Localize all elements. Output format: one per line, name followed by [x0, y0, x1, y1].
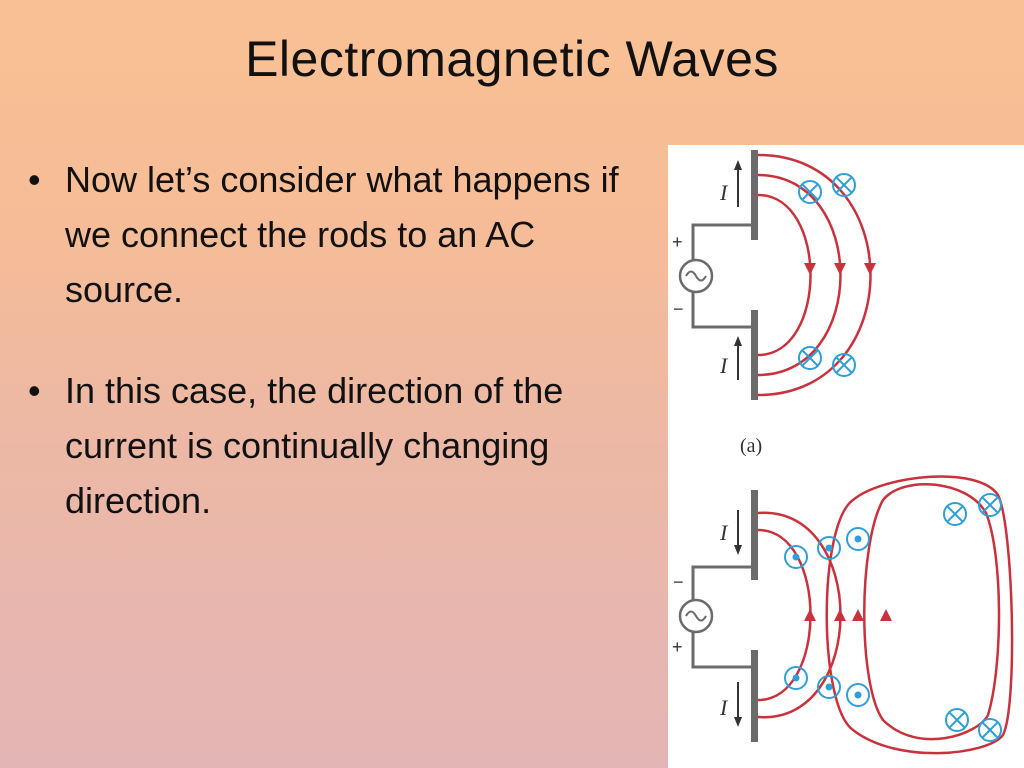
bullet-text: In this case, the direction of the curre… — [65, 370, 564, 521]
panel-a: + − I I (a) — [672, 150, 876, 457]
current-label: I — [719, 180, 729, 205]
field-direction-arrow-icon — [864, 263, 876, 275]
field-direction-arrow-icon — [852, 609, 864, 621]
current-label: I — [719, 695, 729, 720]
electric-field-loop — [825, 475, 1014, 755]
bullet-text: Now let’s consider what happens if we co… — [65, 159, 619, 310]
panel-caption: (a) — [740, 435, 762, 457]
terminal-sign: + — [672, 232, 683, 252]
wire — [691, 565, 751, 600]
field-direction-arrow-icon — [834, 263, 846, 275]
electric-field-loop — [863, 482, 1001, 741]
bullet-marker: • — [28, 159, 41, 200]
terminal-sign: − — [673, 572, 684, 592]
bullet-item: • In this case, the direction of the cur… — [28, 363, 658, 528]
rod-top — [751, 490, 758, 580]
terminal-sign: − — [673, 299, 684, 319]
field-direction-arrow-icon — [834, 609, 846, 621]
ac-source-icon — [678, 598, 714, 634]
field-into-page-icon — [798, 173, 856, 377]
electric-field-line — [757, 173, 842, 377]
wire — [691, 223, 751, 260]
bullet-list: • Now let’s consider what happens if we … — [28, 152, 658, 574]
electric-field-line — [757, 153, 872, 397]
current-label: I — [719, 353, 729, 378]
field-direction-arrow-icon — [880, 609, 892, 621]
field-into-page-icon — [943, 493, 1002, 742]
bullet-marker: • — [28, 370, 41, 411]
electric-field-line — [757, 193, 812, 357]
rod-bottom — [751, 650, 758, 742]
field-out-of-page-icon — [784, 527, 870, 707]
rod-bottom — [751, 310, 758, 400]
slide-title: Electromagnetic Waves — [245, 31, 779, 87]
ac-source-icon — [678, 258, 714, 294]
dipole-diagram: + − I I (a) — [672, 150, 1014, 755]
current-label: I — [719, 520, 729, 545]
bullet-item: • Now let’s consider what happens if we … — [28, 152, 658, 317]
wire — [691, 632, 751, 669]
wire — [691, 292, 751, 329]
terminal-sign: + — [672, 637, 683, 657]
field-direction-arrow-icon — [804, 609, 816, 621]
rod-top — [751, 150, 758, 240]
field-direction-arrow-icon — [804, 263, 816, 275]
panel-b: − + I I — [672, 475, 1014, 755]
dipole-figure: + − I I (a) — [668, 145, 1024, 768]
